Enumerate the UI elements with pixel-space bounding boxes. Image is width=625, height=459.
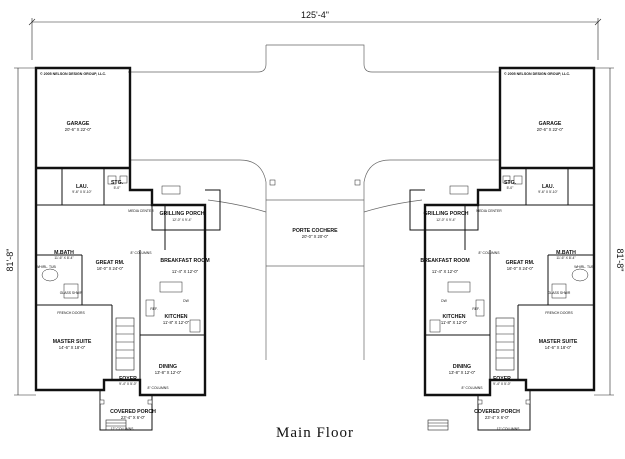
left-porch-steps <box>105 419 127 431</box>
covered-porch-size: 23'-4" X 6'-0" <box>121 415 146 420</box>
laundry-size: 9'-6" X 5'-10" <box>72 190 92 194</box>
master-bath-size-right: 11'-6" X 8'-4" <box>556 256 576 260</box>
media-center-label-right: MEDIA CENTER <box>476 209 502 213</box>
glass-shower-label-right: GLASS SHWR <box>548 291 571 295</box>
master-suite-label: MASTER SUITE <box>53 339 92 345</box>
great-room-size-right: 16'-0" X 24'-0" <box>507 266 534 271</box>
breakfast-room-label-right: BREAKFAST ROOM <box>420 258 469 264</box>
porte-cochere-area: PORTE COCHERE 20'-0" X 20'-0" <box>128 44 500 360</box>
garage-label: GARAGE <box>67 121 90 127</box>
garage-size: 20'-6" X 22'-0" <box>65 127 92 132</box>
whirl-tub-label: WHIRL. TUB <box>36 265 56 269</box>
great-room-label: GREAT RM. <box>96 260 125 266</box>
master-bath-label: M.BATH <box>54 250 74 256</box>
covered-porch-label-right: COVERED PORCH <box>474 409 520 415</box>
breakfast-room-label: BREAKFAST ROOM <box>160 258 209 264</box>
unit-left: © 2005 NELSON DESIGN GROUP, LLC. GARAGE … <box>34 66 221 431</box>
breakfast-room-size-right: 11'-4" X 12'-0" <box>432 269 459 274</box>
master-bath-label-right: M.BATH <box>556 250 576 256</box>
refrigerator-label-right: REF. <box>472 307 479 311</box>
columns-label-right: 8" COLUMNS <box>479 251 501 255</box>
laundry-size-right: 9'-6" X 5'-10" <box>538 190 558 194</box>
storage-size-right: 5'-0" <box>507 186 515 190</box>
grilling-porch-size-right: 12'-0" X 9'-4" <box>436 218 456 222</box>
foyer-columns-label: 8" COLUMNS <box>148 386 170 390</box>
left-stairs <box>115 317 135 371</box>
right-porch-steps <box>427 419 449 431</box>
master-bath-size: 11'-6" X 8'-4" <box>54 256 74 260</box>
media-center-label: MEDIA CENTER <box>128 209 154 213</box>
unit-right: © 2005 NELSON DESIGN GROUP, LLC. GARAGE … <box>409 66 596 431</box>
porte-cochere-size: 20'-0" X 20'-0" <box>302 234 329 239</box>
overall-depth-dimension-right: 81'-8" <box>594 67 625 396</box>
storage-label: STG. <box>111 180 124 186</box>
dishwasher-label-right: DW <box>441 299 447 303</box>
foyer-label: FOYER <box>119 376 137 382</box>
master-suite-size-right: 14'-6" X 18'-0" <box>545 345 572 350</box>
overall-width-dimension: 125'-4" <box>28 10 602 60</box>
refrigerator-label: REF. <box>150 307 157 311</box>
master-suite-size: 14'-6" X 18'-0" <box>59 345 86 350</box>
french-doors-label: FRENCH DOORS <box>57 311 85 315</box>
covered-porch-label: COVERED PORCH <box>110 409 156 415</box>
covered-porch-size-right: 23'-4" X 6'-0" <box>485 415 510 420</box>
french-doors-label-right: FRENCH DOORS <box>545 311 573 315</box>
foyer-size: 9'-4" X 5'-0" <box>119 382 137 386</box>
foyer-columns-label-right: 8" COLUMNS <box>462 386 484 390</box>
garage-size-right: 20'-6" X 22'-0" <box>537 127 564 132</box>
whirl-tub-label-right: WHIRL. TUB <box>574 265 594 269</box>
great-room-size: 16'-0" X 24'-0" <box>97 266 124 271</box>
breakfast-room-size: 11'-4" X 12'-0" <box>172 269 199 274</box>
dining-size: 13'-8" X 12'-0" <box>155 370 182 375</box>
laundry-label: LAU. <box>76 184 89 190</box>
foyer-label-right: FOYER <box>493 376 511 382</box>
great-room-label-right: GREAT RM. <box>506 260 535 266</box>
overall-depth-dimension-left: 81'-8" <box>5 67 36 396</box>
dining-label-right: DINING <box>453 364 471 370</box>
copyright-left: © 2005 NELSON DESIGN GROUP, LLC. <box>40 72 106 76</box>
porte-cochere-label: PORTE COCHERE <box>292 228 338 234</box>
laundry-label-right: LAU. <box>542 184 555 190</box>
copyright-right: © 2005 NELSON DESIGN GROUP, LLC. <box>504 72 570 76</box>
dining-label: DINING <box>159 364 177 370</box>
dishwasher-label: DW <box>183 299 189 303</box>
porch-columns-label-right: 12" COLUMNS <box>497 427 521 431</box>
right-stairs <box>495 317 515 371</box>
plan-title: Main Floor <box>276 425 354 441</box>
foyer-size-right: 9'-4" X 5'-0" <box>493 382 511 386</box>
kitchen-size: 11'-8" X 12'-0" <box>163 320 190 325</box>
grilling-porch-label: GRILLING PORCH <box>160 211 205 217</box>
grilling-porch-size: 12'-0" X 9'-4" <box>172 218 192 222</box>
grilling-porch-label-right: GRILLING PORCH <box>424 211 469 217</box>
kitchen-label-right: KITCHEN <box>442 314 465 320</box>
storage-size: 5'-0" <box>114 186 122 190</box>
kitchen-label: KITCHEN <box>164 314 187 320</box>
master-suite-label-right: MASTER SUITE <box>539 339 578 345</box>
columns-label: 8" COLUMNS <box>131 251 153 255</box>
overall-depth-label-left: 81'-8" <box>5 249 15 272</box>
kitchen-size-right: 11'-8" X 12'-0" <box>441 320 468 325</box>
porch-columns-label: 12" COLUMNS <box>111 427 135 431</box>
dining-size-right: 13'-8" X 12'-0" <box>449 370 476 375</box>
glass-shower-label: GLASS SHWR <box>60 291 83 295</box>
overall-width-label: 125'-4" <box>301 10 329 20</box>
overall-depth-label-right: 81'-8" <box>615 249 625 272</box>
storage-label-right: STG. <box>504 180 517 186</box>
garage-label-right: GARAGE <box>539 121 562 127</box>
